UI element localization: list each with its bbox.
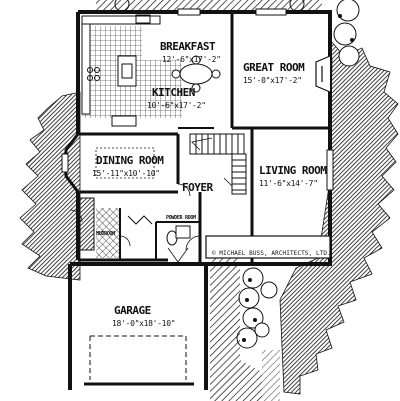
dining-room-name: DINING ROOM [96, 154, 164, 167]
mudroom-fixtures [79, 197, 153, 251]
kitchen-dims: 10'-6"x17'-2" [147, 101, 206, 110]
mudroom-name: MUDROOM [96, 231, 115, 237]
powder-room-name: POWDER ROOM [166, 215, 196, 221]
range-burners [87, 67, 100, 81]
copyright-box [205, 235, 331, 259]
breakfast-room-dims: 12'-6"x17'-2" [162, 55, 221, 64]
garage-door [84, 335, 194, 386]
foyer-name: FOYER [182, 181, 213, 194]
breakfast-table [171, 55, 221, 93]
shrub-cluster-front [236, 267, 278, 349]
living-room-dims: 11'-6"x14'-7" [259, 179, 318, 188]
dining-table-outline [95, 147, 155, 179]
copyright-text: © MICHAEL BUSS, ARCHITECTS, LTD. [212, 250, 331, 257]
dining-room-dims: 15'-11"x10'-10" [92, 169, 160, 178]
walkway-hatch [210, 258, 262, 401]
mudroom-floor [96, 208, 120, 258]
breakfast-room-name: BREAKFAST [160, 40, 216, 53]
kitchen-name: KITCHEN [152, 86, 195, 99]
powder-room-fixtures [166, 225, 191, 246]
living-room-name: LIVING ROOM [259, 164, 327, 177]
landscaping-trees-east [279, 38, 399, 395]
garage-name: GARAGE [114, 304, 151, 317]
driveway-hatch-right [262, 350, 280, 401]
sink [135, 14, 151, 24]
great-room-dims: 15'-0"x17'-2" [243, 76, 302, 85]
kitchen-counters [81, 15, 161, 127]
shrub-circles-east [333, 0, 360, 67]
windows [61, 8, 334, 191]
stairs-symbol [189, 133, 247, 195]
garage-dims: 18'-0"x18'-10" [112, 319, 176, 328]
fireplace-symbol [315, 55, 331, 93]
great-room-name: GREAT ROOM [243, 61, 305, 74]
landscaping-trees-west [19, 91, 81, 281]
